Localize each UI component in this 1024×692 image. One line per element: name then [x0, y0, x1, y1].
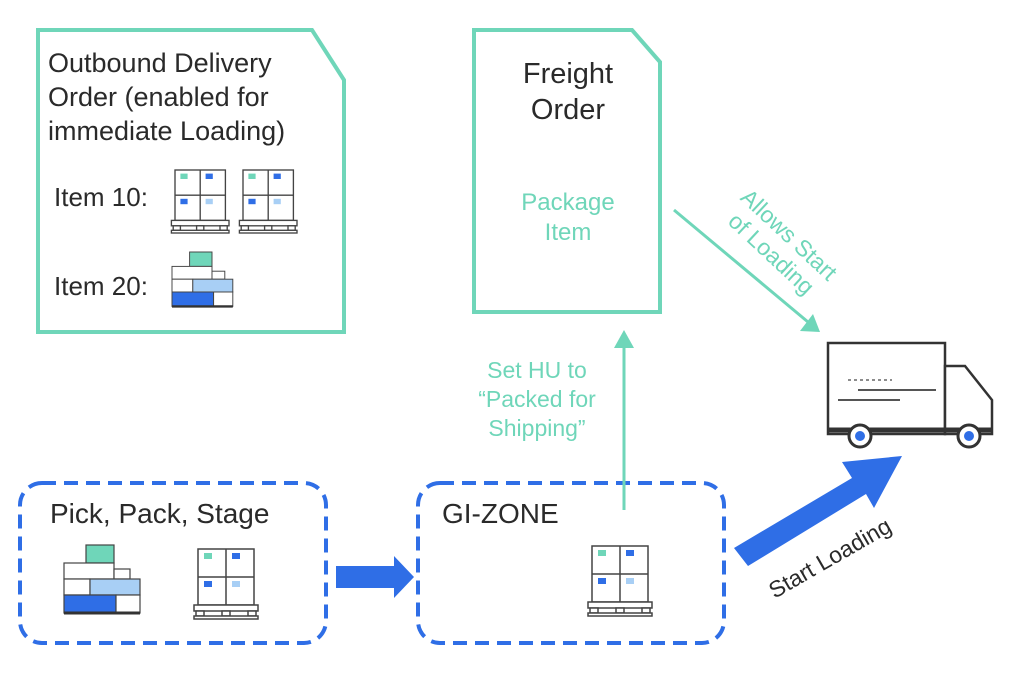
allows-start-arrow: [673, 208, 820, 332]
set-hu-label: Set HU to “Packed for Shipping”: [462, 356, 612, 442]
package-item-label: Package Item: [492, 188, 644, 248]
gi-zone-box: [416, 481, 726, 645]
gi-zone-title: GI-ZONE: [442, 498, 559, 529]
outbound-delivery-title-line: Order (enabled for: [48, 81, 269, 112]
pallet-icon: [587, 545, 653, 617]
freight-order-title-line: Order: [530, 94, 606, 127]
pick-pack-stage-box: [18, 481, 328, 645]
pick-pack-stage-title: Pick, Pack, Stage: [50, 498, 270, 529]
set-hu-line: Set HU to: [487, 357, 587, 383]
set-hu-arrow: [614, 330, 634, 510]
outbound-delivery-title: Outbound Delivery Order (enabled for imm…: [48, 47, 310, 148]
stacked-boxes-icon: [62, 543, 142, 615]
truck-icon: [826, 341, 994, 449]
pallet-icon: [170, 169, 230, 234]
outbound-delivery-title-line: Outbound Delivery: [48, 48, 272, 78]
start-loading-arrow: [734, 456, 902, 566]
item-10-label: Item 10:: [54, 182, 148, 212]
pallet-icon: [193, 548, 259, 620]
item-20-label: Item 20:: [54, 271, 148, 301]
set-hu-line: Shipping”: [488, 414, 586, 441]
outbound-delivery-title-line: immediate Loading): [48, 115, 286, 146]
freight-order-title-line: Freight: [522, 58, 614, 90]
freight-order-document-shape: [472, 28, 662, 314]
package-item-line: Item: [544, 219, 592, 246]
pallet-icon: [238, 169, 298, 234]
flow-arrow: [336, 556, 414, 598]
set-hu-line: “Packed for: [478, 385, 596, 412]
package-item-line: Package: [521, 189, 615, 216]
freight-order-title: Freight Order: [492, 56, 644, 129]
